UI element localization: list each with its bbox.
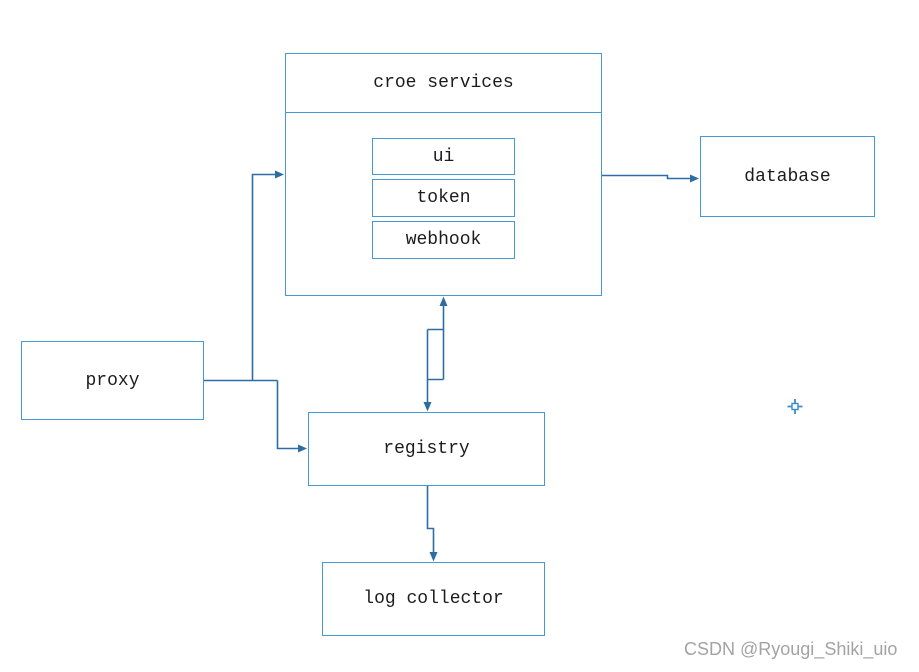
csdn-watermark: CSDN @Ryougi_Shiki_uio [684, 639, 898, 659]
arrowhead-into-registry-top [423, 402, 432, 412]
node-database-label: database [744, 166, 831, 187]
node-registry-label: registry [383, 439, 470, 459]
crosshair-lines [787, 399, 803, 414]
connector-croe-services-to-database [602, 174, 691, 180]
node-token: token [372, 179, 515, 217]
node-webhook-label: webhook [405, 230, 482, 250]
connector-proxy-to-registry [276, 380, 299, 450]
node-log-collector: log collector [322, 562, 545, 636]
node-webhook: webhook [372, 221, 515, 259]
arrowhead-into-registry-left [298, 444, 307, 453]
node-ui-label: ui [432, 146, 455, 167]
node-ui: ui [372, 138, 515, 175]
connector-proxy-to-croe-services [251, 173, 276, 381]
node-database: database [700, 136, 875, 217]
arrowhead-into-croe-services-bottom [439, 296, 448, 306]
node-registry: registry [308, 412, 545, 486]
node-proxy: proxy [21, 341, 204, 420]
crosshair-center-square [791, 402, 799, 411]
node-token-label: token [416, 188, 471, 208]
node-croe-services-title: croe services [286, 54, 601, 113]
connector-jog-rectangle [427, 328, 444, 381]
node-log-collector-label: log collector [363, 589, 504, 609]
node-croe-services-label: croe services [373, 73, 514, 93]
arrowhead-into-croe-services [275, 170, 284, 179]
connector-registry-to-log-collector [426, 486, 435, 553]
crosshair-marker [787, 399, 803, 414]
arrowhead-into-database [690, 174, 699, 183]
node-proxy-label: proxy [85, 370, 140, 391]
arrowhead-into-log-collector [429, 552, 438, 562]
